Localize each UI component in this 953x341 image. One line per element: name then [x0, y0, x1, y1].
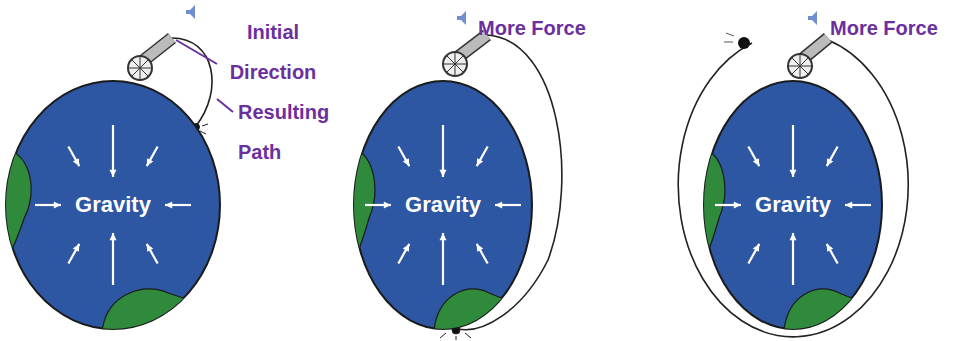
gravity-arrowhead [54, 202, 61, 209]
cannon [443, 35, 487, 76]
cannon [128, 38, 172, 80]
callout-label: Initial Direction [212, 12, 334, 92]
leader-line [217, 99, 233, 112]
earth-globe: Gravity [5, 80, 221, 330]
gravity-arrowhead [790, 170, 797, 177]
gravity-arrow [827, 146, 838, 166]
gravity-arrowhead [753, 244, 760, 252]
gravity-arrowhead [403, 158, 410, 166]
gravity-arrowhead [845, 202, 852, 209]
cannon-ball [724, 33, 750, 49]
gravity-arrow [147, 244, 158, 264]
gravity-arrowhead [790, 233, 797, 240]
gravity-arrowhead [147, 158, 154, 166]
gravity-arrowhead [477, 244, 484, 252]
gravity-arrow [68, 244, 79, 264]
gravity-arrow [748, 146, 759, 166]
gravity-arrow [442, 125, 444, 177]
gravity-arrowhead [753, 158, 760, 166]
earth-globe: Gravity [353, 80, 533, 330]
gravity-arrow [112, 233, 114, 285]
gravity-arrow [477, 244, 488, 264]
gravity-arrow [68, 146, 79, 166]
gravity-arrow [827, 244, 838, 264]
gravity-arrowhead [110, 233, 117, 240]
gravity-arrow [477, 146, 488, 166]
gravity-arrowhead [403, 244, 410, 252]
force-label: Gravity [755, 192, 831, 218]
trajectory [678, 40, 908, 337]
force-label: Gravity [75, 192, 151, 218]
earth-globe [704, 81, 882, 329]
gravity-arrowhead [110, 170, 117, 177]
earth-globe: Gravity [703, 80, 883, 330]
gravity-arrow [398, 146, 409, 166]
gravity-arrowhead [384, 202, 391, 209]
continent [784, 289, 883, 330]
gravity-arrowhead [73, 158, 80, 166]
gravity-arrowhead [477, 158, 484, 166]
gravity-arrowhead [734, 202, 741, 209]
gravity-arrow [147, 146, 158, 166]
gravity-arrow [112, 125, 114, 177]
gravity-arrowhead [165, 202, 172, 209]
gravity-arrow [748, 244, 759, 264]
gravity-arrow [442, 233, 444, 285]
callout-label: Resulting Path [238, 92, 342, 172]
gravity-arrow [792, 125, 794, 177]
gravity-arrowhead [440, 170, 447, 177]
gravity-arrow [792, 233, 794, 285]
continent [5, 149, 31, 262]
earth-globe [6, 81, 220, 329]
callout-label: More Force [830, 8, 938, 48]
leader-line [176, 40, 217, 64]
gravity-arrowhead [73, 244, 80, 252]
cannon [788, 38, 828, 78]
gravity-arrowhead [827, 158, 834, 166]
earth-globe [354, 81, 532, 329]
gravity-arrow [398, 244, 409, 264]
callout-label: More Force [478, 8, 586, 48]
gravity-arrowhead [440, 233, 447, 240]
gravity-arrowhead [827, 244, 834, 252]
gravity-arrowhead [147, 244, 154, 252]
force-label: Gravity [405, 192, 481, 218]
continent [102, 289, 221, 330]
continent [434, 289, 533, 330]
gravity-arrowhead [495, 202, 502, 209]
